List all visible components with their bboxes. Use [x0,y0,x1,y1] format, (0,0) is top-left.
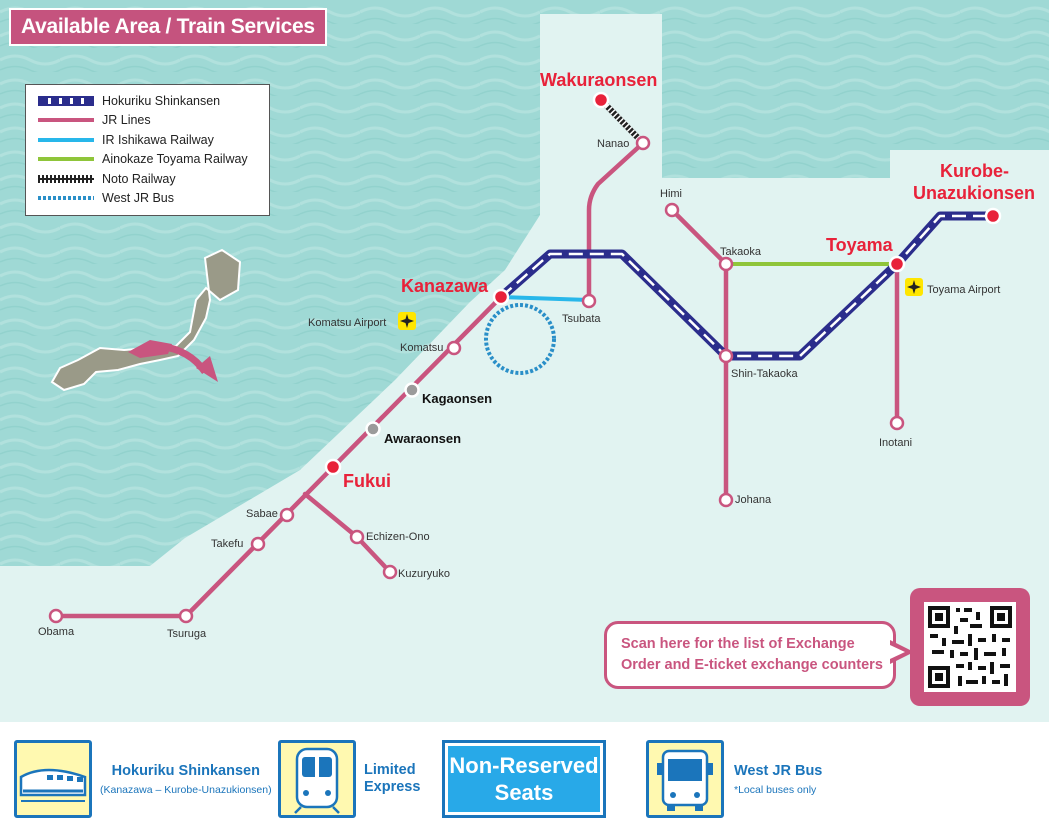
legend-swatch-shinkansen [38,95,94,106]
non-reserved-line2: Seats [494,780,554,805]
label-kurobe-line1: Kurobe- [940,161,1009,181]
label-himi: Himi [660,188,682,200]
label-tsuruga: Tsuruga [167,628,207,640]
qr-callout-line2: Order and E-ticket exchange counters [621,657,883,673]
station-marker-johana [718,492,734,508]
label-inotani: Inotani [879,437,912,449]
bus-icon [646,740,724,818]
label-kuzuryuko: Kuzuryuko [398,568,450,580]
shinkansen-icon [14,740,92,818]
label-tsubata: Tsubata [562,313,601,325]
station-marker-fukui [324,458,342,476]
label-takefu: Takefu [211,538,243,550]
legend-swatch-ir [38,137,94,142]
service-shinkansen: Hokuriku Shinkansen (Kanazawa – Kurobe-U… [14,740,272,818]
label-komatsu-airport: Komatsu Airport [308,317,386,329]
label-shin-takaoka: Shin-Takaoka [731,368,799,380]
label-toyama: Toyama [826,235,894,255]
qr-callout-line1: Scan here for the list of Exchange [621,636,855,652]
station-marker-awaraonsen [365,421,381,437]
legend-swatch-noto [38,174,94,183]
station-marker-echizen-ono [349,529,365,545]
page-title: Available Area / Train Services [9,8,327,46]
station-marker-inotani [889,415,905,431]
label-johana: Johana [735,494,772,506]
noto-railway-line [598,97,646,146]
station-marker-kuzuryuko [382,564,398,580]
label-takaoka: Takaoka [720,246,762,258]
station-marker-himi [664,202,680,218]
japan-silhouette [50,248,242,392]
callout-pointer [890,640,914,664]
station-marker-obama [48,608,64,624]
station-marker-kurobe [984,207,1002,225]
label-nanao: Nanao [597,138,629,150]
limited-express-icon [278,740,356,818]
legend-label: Hokuriku Shinkansen [102,93,221,108]
service-bar: Hokuriku Shinkansen (Kanazawa – Kurobe-U… [0,722,1049,838]
station-marker-kagaonsen [404,382,420,398]
legend-item: Hokuriku Shinkansen [38,91,269,111]
station-marker-toyama [888,255,906,273]
legend-item: IR Ishikawa Railway [38,130,269,150]
label-wakuraonsen: Wakuraonsen [540,70,657,90]
station-marker-kanazawa [492,288,510,306]
qr-code-pattern [928,606,1012,688]
airport-icon-toyama [905,278,923,296]
label-fukui: Fukui [343,471,391,491]
station-marker-wakuraonsen [592,91,610,109]
airport-icon-komatsu [398,312,416,330]
label-sabae: Sabae [246,508,278,520]
label-awaraonsen: Awaraonsen [384,431,461,446]
legend-item: West JR Bus [38,189,269,209]
legend-swatch-aino [38,157,94,162]
service-bus-title: West JR Bus [734,762,823,779]
service-shinkansen-sub: (Kanazawa – Kurobe-Unazukionsen) [100,783,272,796]
station-marker-nanao [635,135,651,151]
legend-label: Ainokaze Toyama Railway [102,152,248,167]
station-markers [48,91,1002,624]
station-marker-komatsu [446,340,462,356]
service-limited-express-title2: Express [364,779,421,795]
station-marker-takaoka [718,256,734,272]
legend-swatch-jr [38,118,94,123]
non-reserved-line1: Non-Reserved [449,753,599,778]
station-marker-tsuruga [178,608,194,624]
service-non-reserved-seats: Non-Reserved Seats [442,740,606,818]
station-marker-sabae [279,507,295,523]
shinkansen-dashes [500,214,993,358]
legend-item: Ainokaze Toyama Railway [38,150,269,170]
qr-code-frame[interactable] [910,588,1030,706]
bus-route-circle [484,303,556,375]
legend-swatch-bus [38,196,94,201]
legend-label: IR Ishikawa Railway [102,132,214,147]
service-bus: West JR Bus *Local buses only [646,740,822,818]
qr-code[interactable] [924,602,1016,692]
service-bus-sub: *Local buses only [734,783,817,796]
label-komatsu: Komatsu [400,342,443,354]
legend-label: Noto Railway [102,171,176,186]
qr-callout: Scan here for the list of Exchange Order… [604,621,896,689]
label-obama: Obama [38,626,75,638]
label-toyama-airport: Toyama Airport [927,284,1000,296]
service-shinkansen-title: Hokuriku Shinkansen [111,762,260,779]
label-echizen-ono: Echizen-Ono [366,531,430,543]
legend-item: JR Lines [38,111,269,131]
legend-label: JR Lines [102,113,151,128]
label-kagaonsen: Kagaonsen [422,391,492,406]
ir-ishikawa-line [500,295,590,302]
station-marker-shin-takaoka [718,348,734,364]
legend-item: Noto Railway [38,169,269,189]
map-legend: Hokuriku Shinkansen JR Lines IR Ishikawa… [25,84,270,216]
label-kanazawa: Kanazawa [401,276,489,296]
legend-label: West JR Bus [102,191,175,206]
station-marker-takefu [250,536,266,552]
station-marker-tsubata [581,293,597,309]
service-limited-express-title1: Limited [364,762,416,778]
label-kurobe-line2: Unazukionsen [913,183,1035,203]
service-limited-express: Limited Express [278,740,420,818]
pointer-arrowhead [196,356,218,382]
